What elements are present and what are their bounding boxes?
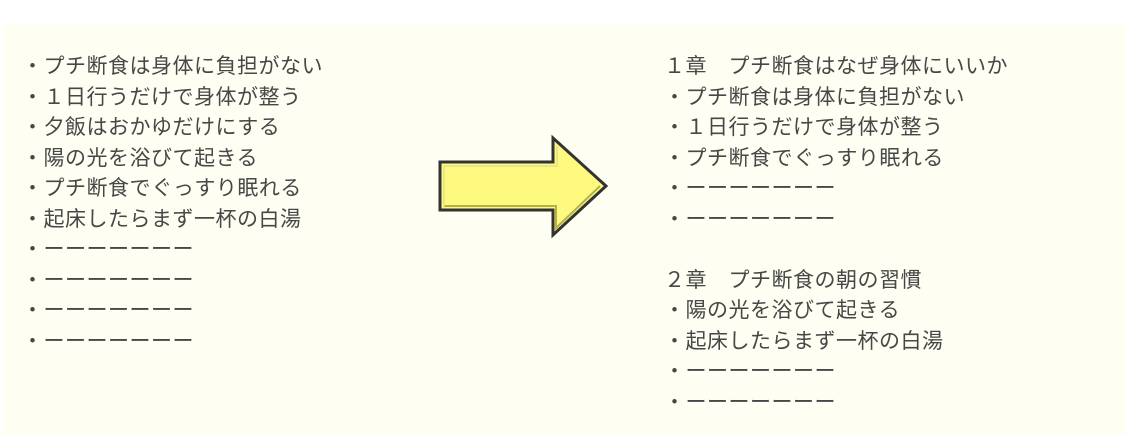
list-item: ・夕飯はおかゆだけにする <box>22 115 281 139</box>
list-item: ・ーーーーーーー <box>664 176 836 200</box>
content-panel <box>3 24 1125 436</box>
list-item: ・陽の光を浴びて起きる <box>664 298 901 322</box>
list-item: ・１日行うだけで身体が整う <box>22 84 302 109</box>
right-arrow-icon <box>438 134 609 239</box>
list-item: ・ーーーーーーー <box>664 389 836 414</box>
list-item: ・１日行うだけで身体が整う <box>664 115 944 139</box>
list-item: ・起床したらまず一杯の白湯 <box>22 206 302 231</box>
list-item: ・ーーーーーーー <box>22 328 194 353</box>
list-item: ・ーーーーーーー <box>22 267 194 292</box>
list-item: ・ーーーーーーー <box>22 237 194 261</box>
list-item: ・プチ断食は身体に負担がない <box>664 84 965 109</box>
spacer <box>664 234 1008 265</box>
idea-list: ・プチ断食は身体に負担がない ・１日行うだけで身体が整う ・夕飯はおかゆだけにす… <box>22 51 323 356</box>
list-item: ・ーーーーーーー <box>22 298 194 322</box>
list-item: ・ーーーーーーー <box>664 359 836 383</box>
list-item: ・ーーーーーーー <box>664 206 836 231</box>
list-item: ・プチ断食でぐっすり眠れる <box>664 145 944 170</box>
list-item: ・プチ断食は身体に負担がない <box>22 54 323 78</box>
chapter-heading: １章 プチ断食はなぜ身体にいいか <box>664 54 1008 78</box>
list-item: ・陽の光を浴びて起きる <box>22 145 259 170</box>
list-item: ・プチ断食でぐっすり眠れる <box>22 176 302 200</box>
list-item: ・起床したらまず一杯の白湯 <box>664 328 944 353</box>
chapter-heading: ２章 プチ断食の朝の習慣 <box>664 267 922 292</box>
chapter-outline: １章 プチ断食はなぜ身体にいいか ・プチ断食は身体に負担がない ・１日行うだけで… <box>664 51 1008 417</box>
